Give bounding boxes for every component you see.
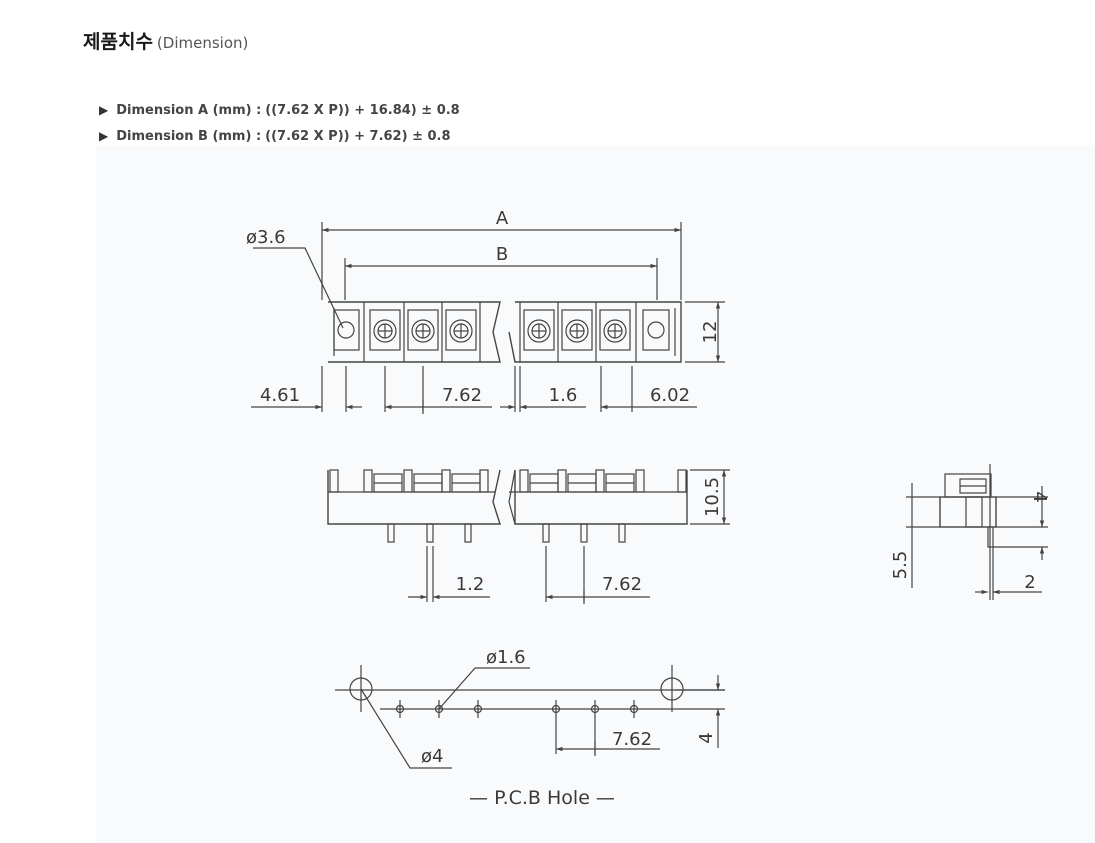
label-pin-hole: ø1.6 xyxy=(486,647,526,668)
label-height-10-5: 10.5 xyxy=(702,477,723,517)
label-front-pitch: 7.62 xyxy=(602,574,642,595)
spec-label-b: Dimension B (mm) : xyxy=(116,128,262,144)
label-pitch-right: 6.02 xyxy=(650,385,690,406)
label-height-12: 12 xyxy=(700,321,721,344)
top-view xyxy=(251,222,725,414)
spec-list: ▶ Dimension A (mm) : ((7.62 X P)) + 16.8… xyxy=(99,97,460,149)
title-english: (Dimension) xyxy=(156,34,249,52)
spec-formula-b: ((7.62 X P)) + 7.62) ± 0.8 xyxy=(265,128,451,144)
label-pcb-pitch: 7.62 xyxy=(612,729,652,750)
dimension-labels: A B ø3.6 12 4.61 7.62 1.6 6.02 10.5 1.2 … xyxy=(246,208,1050,809)
label-gap: 1.6 xyxy=(549,385,578,406)
title-korean: 제품치수 xyxy=(83,31,153,53)
label-pin-width: 1.2 xyxy=(456,574,485,595)
front-view xyxy=(327,469,730,604)
label-pitch: 7.62 xyxy=(442,385,482,406)
side-view xyxy=(906,464,1048,600)
label-side-5-5: 5.5 xyxy=(890,551,911,580)
spec-formula-a: ((7.62 X P)) + 16.84) ± 0.8 xyxy=(265,102,460,118)
spec-row-b: ▶ Dimension B (mm) : ((7.62 X P)) + 7.62… xyxy=(99,123,460,149)
label-hole-dia: ø3.6 xyxy=(246,227,286,248)
triangle-right-icon: ▶ xyxy=(99,103,109,117)
label-pitch-left: 4.61 xyxy=(260,385,300,406)
label-side-4: 4 xyxy=(1029,491,1050,502)
label-pcb-offset: 4 xyxy=(696,732,717,743)
pcb-caption: — P.C.B Hole — xyxy=(469,787,615,809)
page-title: 제품치수(Dimension) xyxy=(83,27,248,54)
spec-label-a: Dimension A (mm) : xyxy=(116,102,262,118)
label-mount-hole: ø4 xyxy=(421,746,443,767)
pcb-holes xyxy=(335,665,725,769)
label-side-2: 2 xyxy=(1024,572,1035,593)
label-dim-a: A xyxy=(496,208,509,229)
spec-row-a: ▶ Dimension A (mm) : ((7.62 X P)) + 16.8… xyxy=(99,97,460,123)
triangle-right-icon: ▶ xyxy=(99,129,109,143)
label-dim-b: B xyxy=(496,244,508,265)
